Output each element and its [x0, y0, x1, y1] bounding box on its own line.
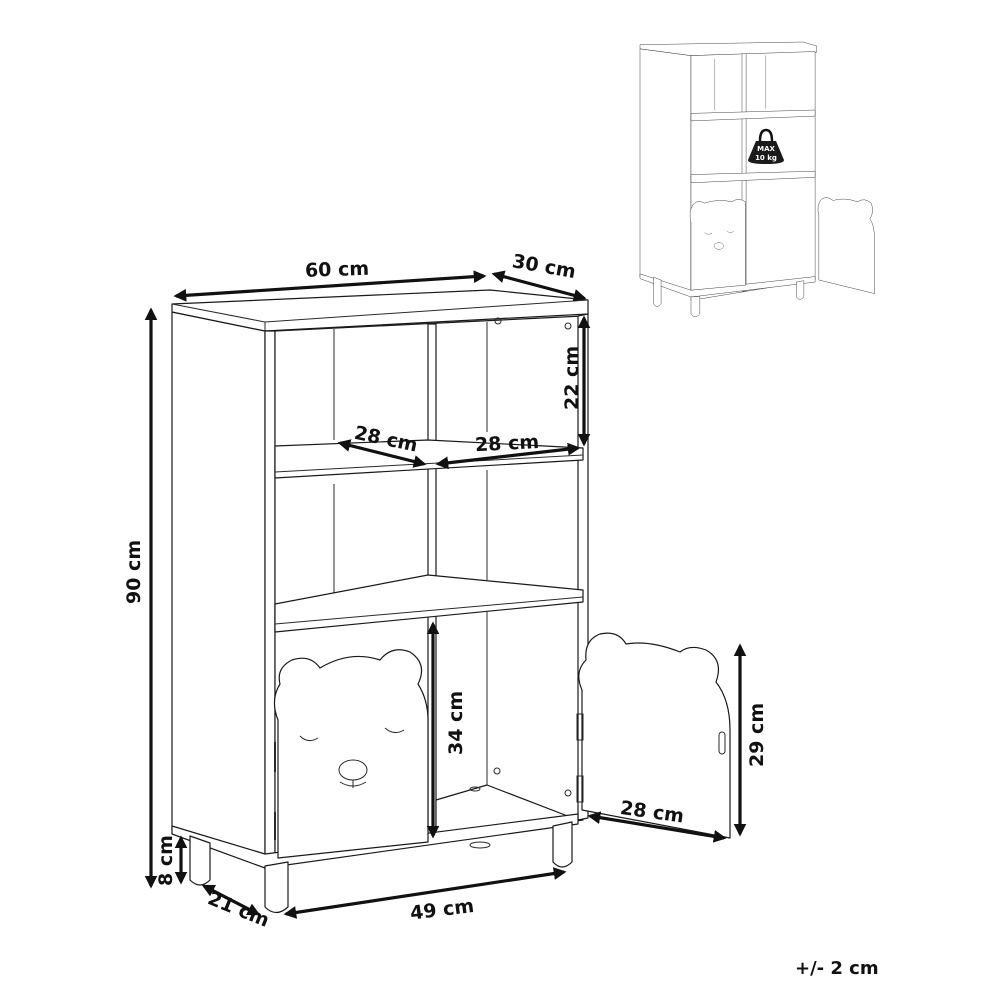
max-load-value: 10 kg [755, 154, 777, 162]
leg-span-depth-label: 21 cm [205, 887, 273, 931]
door-height-label: 29 cm [746, 703, 768, 767]
lower-compartment-height-label: 34 cm [445, 691, 467, 755]
tolerance-note: +/- 2 cm [795, 958, 879, 979]
shelf-width-label: 28 cm [474, 431, 539, 456]
preview-bookcase-drawing [639, 41, 875, 317]
max-load-label: MAX [757, 145, 775, 153]
bear-door-open [576, 632, 731, 839]
leg-span-width-label: 49 cm [409, 895, 475, 925]
depth-label: 30 cm [511, 250, 578, 283]
height-label: 90 cm [123, 540, 145, 604]
max-load-weight-icon: MAX 10 kg [748, 128, 784, 164]
leg-height-label: 8 cm [155, 835, 177, 886]
dimension-lines [144, 270, 747, 919]
compartment-height-label: 22 cm [561, 346, 583, 410]
bear-door-closed [273, 649, 429, 859]
width-label: 60 cm [305, 258, 370, 282]
